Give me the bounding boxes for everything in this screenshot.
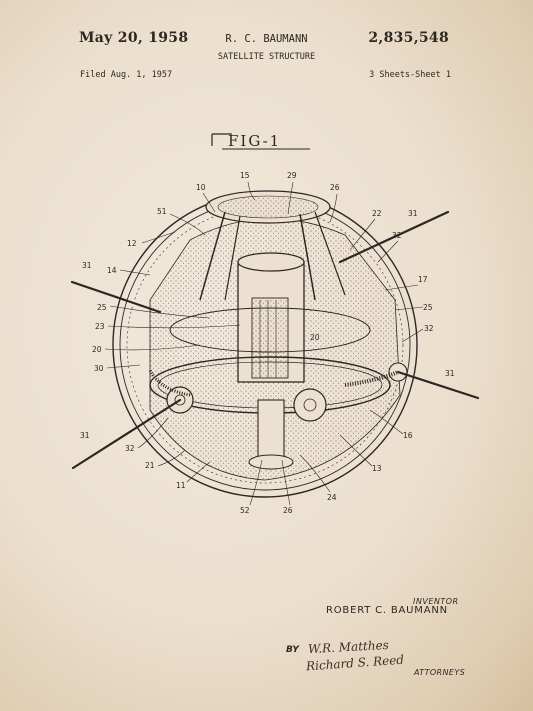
inventor-name: ROBERT C. BAUMANN [326, 605, 448, 616]
ref-13: 13 [372, 464, 382, 473]
header-inventor-name: R. C. BAUMANN [225, 33, 308, 45]
ref-29: 29 [287, 171, 297, 180]
satellite-sphere [112, 190, 418, 498]
ref-31-bottom: 31 [80, 431, 90, 440]
ref-10: 10 [196, 183, 206, 192]
ref-24: 24 [327, 493, 337, 502]
ref-26-top: 26 [330, 183, 340, 192]
ref-12: 12 [127, 239, 137, 248]
by-label: BY [286, 645, 299, 655]
figure-label-text: FIG-1 [228, 132, 281, 150]
ref-22: 22 [372, 209, 382, 218]
ref-25-right: 25 [423, 303, 433, 312]
leader-lines [104, 181, 424, 506]
antennas [70, 210, 480, 470]
ref-52: 52 [240, 506, 250, 515]
sheet-count: 3 Sheets-Sheet 1 [369, 70, 451, 80]
attorneys-label: ATTORNEYS [414, 668, 466, 677]
patent-date: May 20, 1958 [79, 30, 189, 46]
ref-23: 23 [95, 322, 105, 331]
ref-20-right: 20 [310, 333, 320, 342]
ref-17: 17 [418, 275, 428, 284]
ref-21: 21 [145, 461, 155, 470]
ref-20-left: 20 [92, 345, 102, 354]
ref-16: 16 [403, 431, 413, 440]
patent-number: 2,835,548 [368, 30, 449, 46]
ref-11: 11 [176, 481, 186, 490]
ref-31-left: 31 [82, 261, 92, 270]
ref-32-top: 32 [392, 231, 402, 240]
patent-title: SATELLITE STRUCTURE [217, 52, 316, 62]
reference-numerals: 10 15 29 26 22 31 32 51 12 14 17 25 23 2… [80, 171, 455, 515]
ref-32-left: 32 [125, 444, 135, 453]
inventor-label: INVENTOR [413, 597, 459, 606]
figure-label: FIG-1 [211, 132, 310, 150]
ref-32-right: 32 [424, 324, 434, 333]
ref-30: 30 [94, 364, 104, 373]
ref-31-right: 31 [445, 369, 455, 378]
ref-15: 15 [240, 171, 250, 180]
ref-14: 14 [107, 266, 117, 275]
filed-date: Filed Aug. 1, 1957 [80, 70, 173, 80]
ref-31-top: 31 [408, 209, 418, 218]
ref-51: 51 [157, 207, 167, 216]
ref-25-left: 25 [97, 303, 107, 312]
ref-26-bottom: 26 [283, 506, 293, 515]
